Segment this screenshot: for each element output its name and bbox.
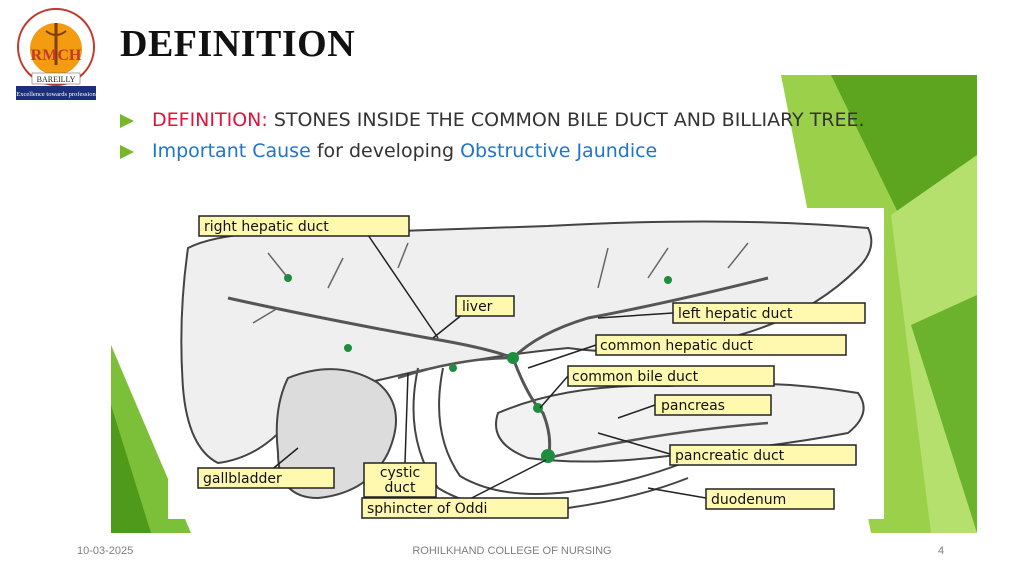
svg-text:pancreatic duct: pancreatic duct: [675, 448, 785, 464]
definition-lead: DEFINITION:: [152, 109, 268, 131]
label-gallbladder: gallbladder: [197, 467, 335, 489]
label-pancreas: pancreas: [654, 394, 772, 416]
common-bile-duct-path: [511, 357, 552, 459]
cause-tail: Obstructive Jaundice: [460, 140, 658, 162]
label-common-hepatic-duct: common hepatic duct: [595, 334, 847, 356]
svg-text:sphincter of Oddi: sphincter of Oddi: [367, 501, 487, 517]
label-liver: liver: [455, 295, 515, 317]
slide-title: DEFINITION: [120, 23, 356, 65]
svg-text:common bile duct: common bile duct: [572, 369, 699, 385]
label-duodenum: duodenum: [705, 488, 835, 510]
svg-text:duodenum: duodenum: [711, 492, 786, 508]
footer-organization: ROHILKHAND COLLEGE OF NURSING: [412, 545, 612, 557]
label-right-hepatic-duct: right hepatic duct: [198, 215, 410, 237]
cause-lead: Important Cause: [152, 140, 311, 162]
svg-text:common hepatic duct: common hepatic duct: [600, 338, 753, 354]
bullet-cause: Important Cause for developing Obstructi…: [120, 139, 940, 164]
logo-tagline: Excellence towards profession: [16, 91, 96, 98]
label-cystic-duct: cystic duct: [363, 462, 437, 498]
bullet-list: DEFINITION: STONES INSIDE THE COMMON BIL…: [120, 108, 940, 170]
label-sphincter-of-oddi: sphincter of Oddi: [361, 497, 569, 519]
svg-text:gallbladder: gallbladder: [203, 471, 282, 487]
svg-text:left hepatic duct: left hepatic duct: [678, 306, 793, 322]
label-common-bile-duct: common bile duct: [567, 365, 775, 387]
footer-page-number: 4: [938, 545, 945, 557]
label-pancreatic-duct: pancreatic duct: [669, 444, 857, 466]
biliary-tree-diagram: right hepatic duct liver left hepatic du…: [168, 208, 884, 519]
logo-city: BAREILLY: [37, 75, 76, 84]
logo-monogram: RMCH: [31, 47, 82, 64]
svg-text:right hepatic duct: right hepatic duct: [204, 219, 329, 235]
pancreatic-duct-path: [547, 421, 769, 460]
college-logo: RMCH BAREILLY Excellence towards profess…: [14, 5, 98, 103]
svg-text:pancreas: pancreas: [661, 398, 725, 414]
definition-text: STONES INSIDE THE COMMON BILE DUCT AND B…: [273, 109, 865, 131]
right-hepatic-duct-path: [227, 296, 514, 360]
svg-text:liver: liver: [462, 299, 493, 315]
left-hepatic-duct-path: [511, 276, 769, 360]
cause-middle: for developing: [316, 140, 455, 162]
bullet-arrow-icon: [120, 114, 134, 128]
svg-text:cystic: cystic: [380, 465, 420, 481]
cystic-duct-path: [397, 356, 514, 380]
label-left-hepatic-duct: left hepatic duct: [672, 302, 866, 324]
svg-text:duct: duct: [385, 480, 416, 496]
bullet-arrow-icon: [120, 145, 134, 159]
footer-date: 10-03-2025: [77, 545, 134, 557]
bullet-definition: DEFINITION: STONES INSIDE THE COMMON BIL…: [120, 108, 940, 133]
